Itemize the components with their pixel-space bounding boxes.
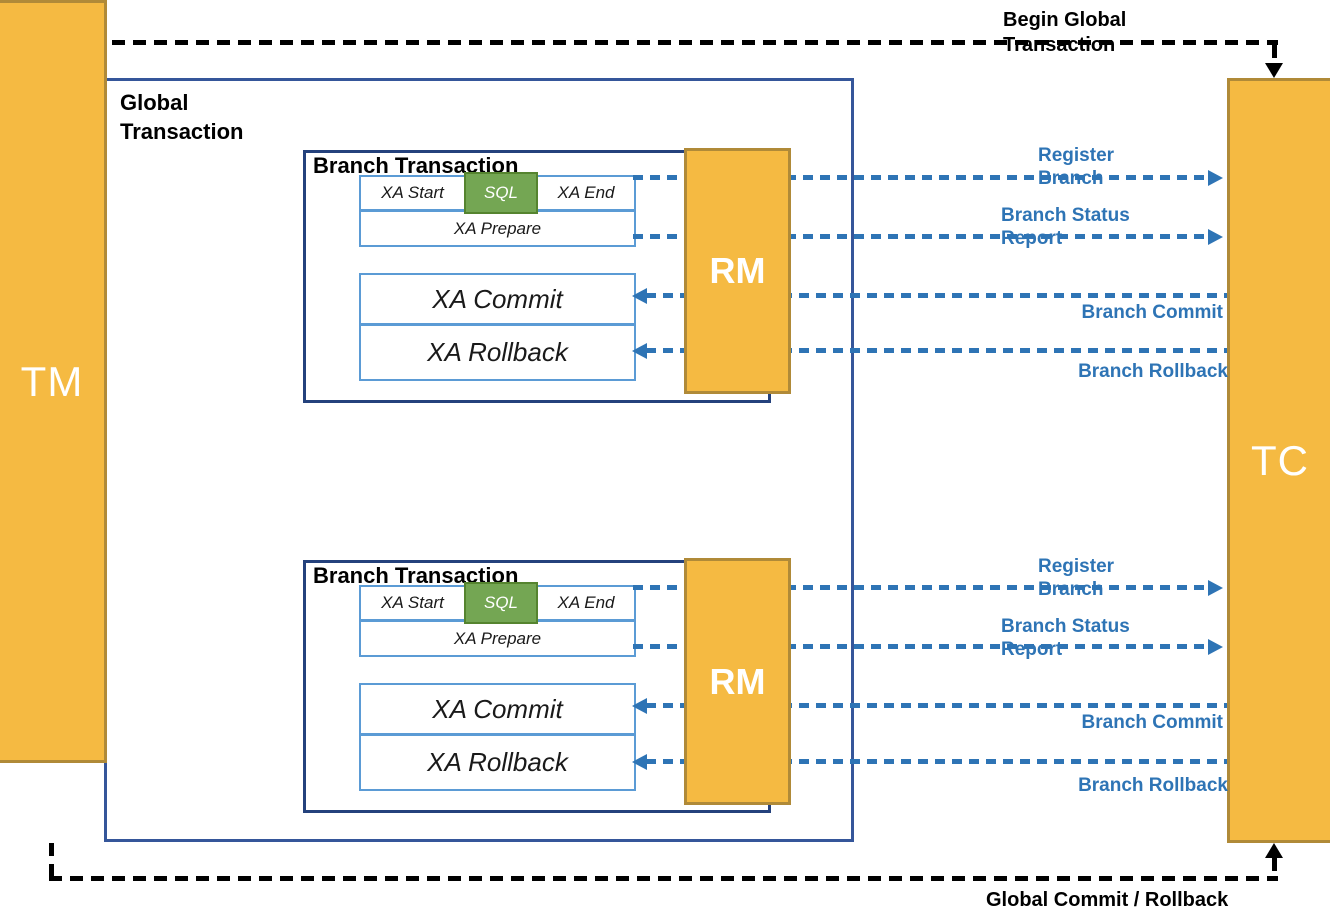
xa-commit-step: XA Commit [359, 683, 636, 735]
begin-flow-line [49, 40, 1278, 45]
branch-status-arrow-line [633, 234, 1209, 239]
branch-rollback-arrow-line [646, 759, 1227, 764]
register-branch-arrowhead-icon [1208, 580, 1223, 596]
branch-commit-arrow-line [646, 703, 1227, 708]
rm-actor-box: RM [684, 148, 791, 394]
end-flow-arrowhead-icon [1265, 843, 1283, 858]
branch-commit-arrow-line [646, 293, 1227, 298]
branch-status-report-label: Branch Status Report [1001, 616, 1130, 660]
xa-prepare-step: XA Prepare [359, 620, 636, 657]
branch-rollback-label: Branch Rollback [1078, 775, 1228, 796]
rm-actor-box: RM [684, 558, 791, 805]
begin-flow-arrowhead-icon [1265, 63, 1283, 78]
begin-flow-line-right [1272, 45, 1277, 65]
branch-rollback-arrow-line [646, 348, 1227, 353]
register-branch-label: Register Branch [1038, 145, 1115, 189]
xa-rollback-step: XA Rollback [359, 734, 636, 791]
register-branch-arrow-line [633, 175, 1209, 180]
begin-global-transaction-label: Begin Global Transaction [1003, 9, 1127, 56]
xa-start-step: XA Start [359, 585, 466, 621]
sql-step: SQL [464, 172, 538, 214]
tm-actor-bar: TM [0, 0, 107, 763]
branch-commit-label: Branch Commit [1081, 302, 1223, 323]
xa-rollback-step: XA Rollback [359, 324, 636, 381]
register-branch-arrow-line [633, 585, 1209, 590]
branch-rollback-arrowhead-icon [632, 754, 647, 770]
end-flow-line-left [49, 843, 54, 876]
xa-end-step: XA End [536, 175, 636, 211]
xa-end-step: XA End [536, 585, 636, 621]
branch-status-arrow-line [633, 644, 1209, 649]
xa-start-step: XA Start [359, 175, 466, 211]
end-flow-line-right [1272, 858, 1277, 876]
register-branch-label: Register Branch [1038, 556, 1115, 600]
branch-commit-arrowhead-icon [632, 288, 647, 304]
xa-commit-step: XA Commit [359, 273, 636, 325]
global-transaction-title: Global Transaction [120, 90, 244, 144]
register-branch-arrowhead-icon [1208, 170, 1223, 186]
branch-rollback-label: Branch Rollback [1078, 361, 1228, 382]
tc-actor-bar: TC [1227, 78, 1330, 843]
branch-transaction-box: Branch Transaction XA Start SQL XA End X… [303, 150, 771, 403]
branch-commit-arrowhead-icon [632, 698, 647, 714]
xa-prepare-step: XA Prepare [359, 210, 636, 247]
branch-status-report-label: Branch Status Report [1001, 205, 1130, 249]
sql-step: SQL [464, 582, 538, 624]
end-flow-line [49, 876, 1278, 881]
global-commit-rollback-label: Global Commit / Rollback [986, 889, 1229, 911]
branch-status-arrowhead-icon [1208, 229, 1223, 245]
branch-status-arrowhead-icon [1208, 639, 1223, 655]
branch-rollback-arrowhead-icon [632, 343, 647, 359]
branch-commit-label: Branch Commit [1081, 712, 1223, 733]
